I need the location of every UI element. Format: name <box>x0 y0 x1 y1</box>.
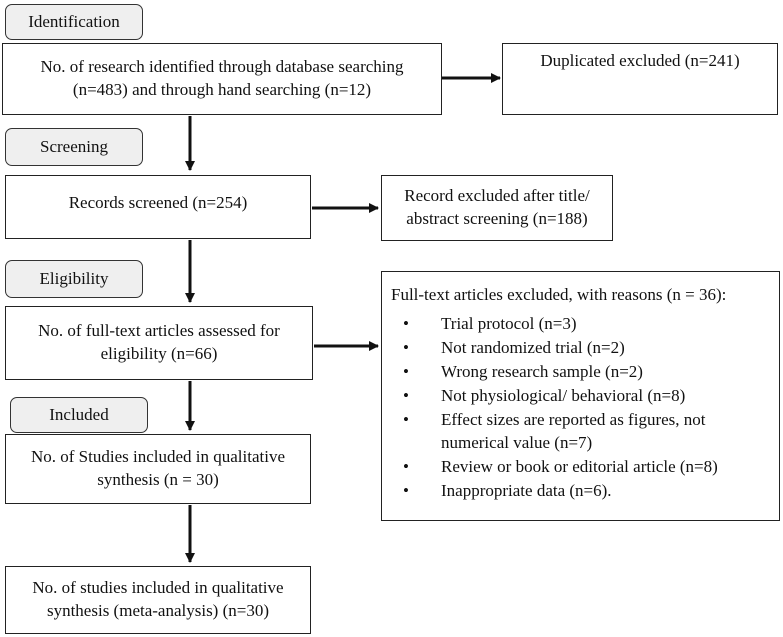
box-fulltext-assessed-text: No. of full-text articles assessed for e… <box>38 321 280 363</box>
reason-text: Not physiological/ behavioral (n=8) <box>441 385 686 405</box>
reason-text: Trial protocol (n=3) <box>441 313 577 333</box>
bullet-icon: • <box>403 361 409 381</box>
reasons-heading: Full-text articles excluded, with reason… <box>391 285 727 304</box>
box-records-identified: No. of research identified through datab… <box>2 43 442 115</box>
bullet-icon: • <box>403 313 409 333</box>
box-excluded-title-abstract: Record excluded after title/ abstract sc… <box>381 175 613 241</box>
reason-text: Effect sizes are reported as figures, no… <box>441 409 706 452</box>
phase-screening-label: Screening <box>40 137 108 156</box>
box-records-screened: Records screened (n=254) <box>5 175 311 239</box>
box-fulltext-excluded-reasons: Full-text articles excluded, with reason… <box>381 271 780 521</box>
reason-text: Not randomized trial (n=2) <box>441 337 625 357</box>
bullet-icon: • <box>403 456 409 476</box>
phase-eligibility: Eligibility <box>5 260 143 298</box>
box-records-identified-text: No. of research identified through datab… <box>40 57 404 99</box>
box-meta-analysis: No. of studies included in qualitative s… <box>5 566 311 634</box>
reasons-list: • Trial protocol (n=3) • Not randomized tr… <box>391 313 769 503</box>
phase-identification-label: Identification <box>28 12 120 31</box>
phase-eligibility-label: Eligibility <box>39 269 109 288</box>
bullet-icon: • <box>403 480 409 500</box>
bullet-icon: • <box>403 337 409 357</box>
reason-text: Review or book or editorial article (n=8… <box>441 456 718 476</box>
reason-item: • Effect sizes are reported as figures, n… <box>391 409 769 455</box>
box-qualitative-synthesis-text: No. of Studies included in qualitative s… <box>30 447 285 489</box>
box-qualitative-synthesis: No. of Studies included in qualitative s… <box>5 434 311 504</box>
phase-included: Included <box>10 397 148 433</box>
box-duplicates-excluded-text: Duplicated excluded (n=241) <box>540 51 740 70</box>
box-excluded-title-abstract-text: Record excluded after title/ abstract sc… <box>404 186 590 228</box>
box-records-screened-text: Records screened (n=254) <box>68 193 248 212</box>
reason-item: • Trial protocol (n=3) <box>391 313 769 336</box>
reason-item: • Not physiological/ behavioral (n=8) <box>391 385 769 408</box>
bullet-icon: • <box>403 409 409 429</box>
box-fulltext-assessed: No. of full-text articles assessed for e… <box>5 306 313 380</box>
phase-identification: Identification <box>5 4 143 40</box>
box-meta-analysis-text: No. of studies included in qualitative s… <box>32 578 284 620</box>
phase-screening: Screening <box>5 128 143 166</box>
phase-included-label: Included <box>49 405 109 424</box>
bullet-icon: • <box>403 385 409 405</box>
reason-text: Wrong research sample (n=2) <box>441 361 643 381</box>
reason-item: • Inappropriate data (n=6). <box>391 480 769 503</box>
reason-item: • Not randomized trial (n=2) <box>391 337 769 360</box>
box-duplicates-excluded: Duplicated excluded (n=241) <box>502 43 778 115</box>
reason-item: • Wrong research sample (n=2) <box>391 361 769 384</box>
reason-text: Inappropriate data (n=6). <box>441 480 612 500</box>
reason-item: • Review or book or editorial article (n=… <box>391 456 769 479</box>
